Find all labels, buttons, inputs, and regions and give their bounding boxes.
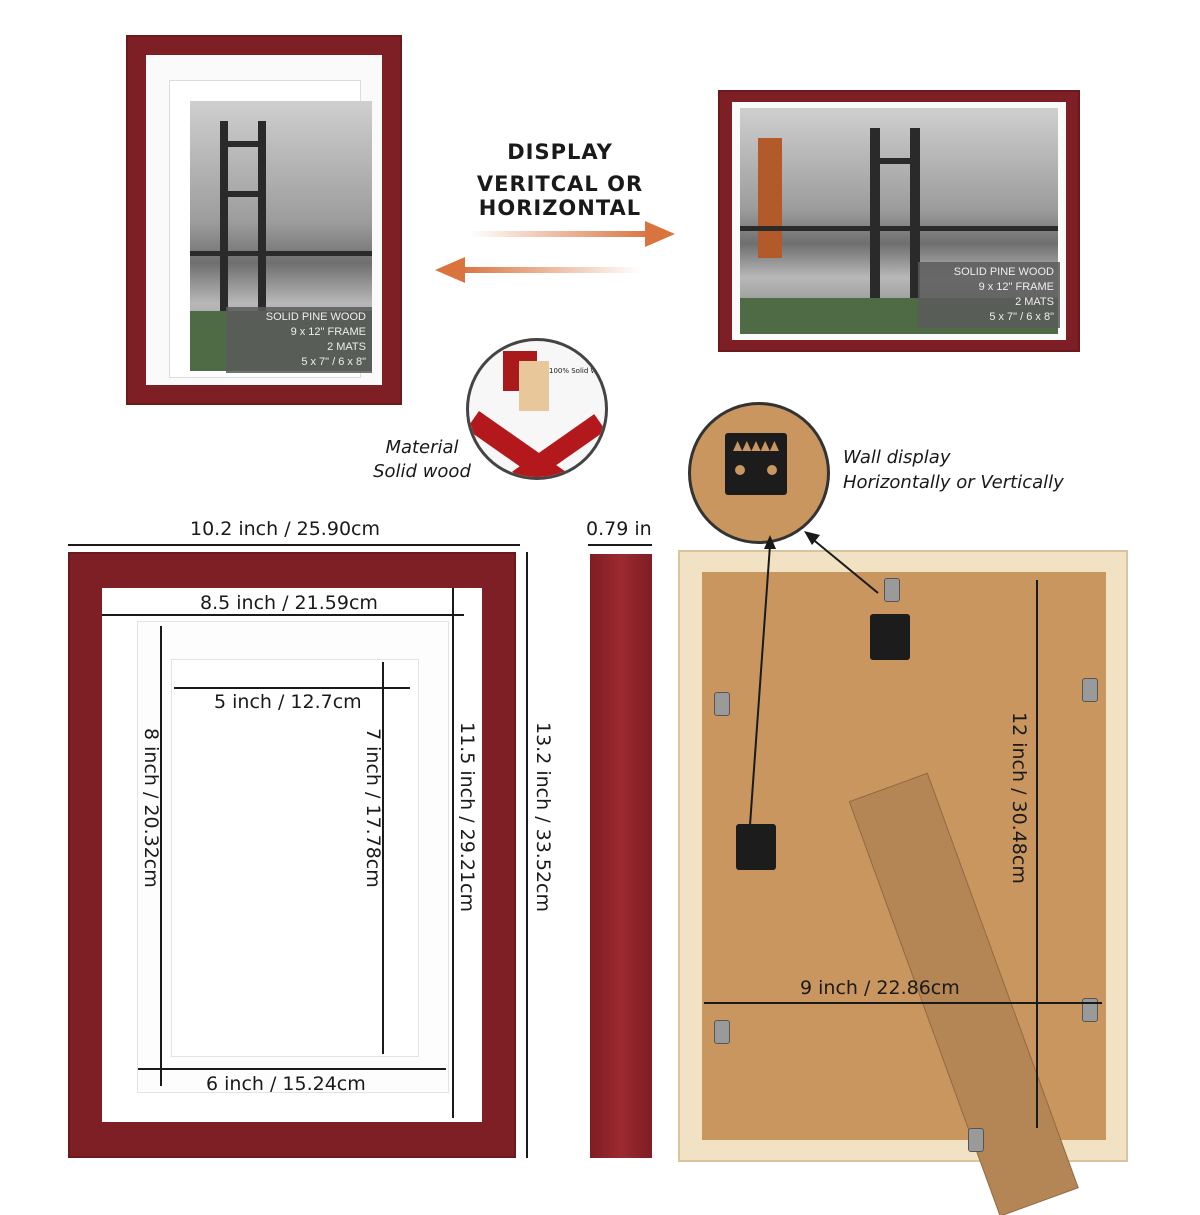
turn-clip-icon — [1082, 678, 1098, 702]
photo8-height-line — [160, 626, 162, 1086]
depth-label: 0.79 in — [586, 518, 652, 540]
photo6-width-line — [138, 1068, 446, 1070]
vertical-frame-preview: SOLID PINE WOOD 9 x 12" FRAME 2 MATS 5 x… — [126, 35, 402, 405]
turn-clip-icon — [714, 692, 730, 716]
photo5-width-label: 5 inch / 12.7cm — [214, 691, 362, 713]
back-height-label: 12 inch / 30.48cm — [1008, 712, 1030, 884]
outer-width-line — [68, 544, 520, 546]
solid-wood-label: 100% Solid Wo — [549, 367, 602, 375]
photo6-width-label: 6 inch / 15.24cm — [206, 1073, 366, 1095]
back-height-line — [1036, 580, 1038, 1128]
display-heading: DISPLAY VERITCAL OR HORIZONTAL — [476, 140, 644, 220]
orientation-arrows — [435, 221, 675, 283]
spec-badge-vertical: SOLID PINE WOOD 9 x 12" FRAME 2 MATS 5 x… — [226, 307, 372, 373]
depth-line — [588, 544, 652, 546]
sawtooth-hanger-icon — [725, 433, 787, 495]
photo7-height-label: 7 inch / 17.78cm — [362, 728, 384, 888]
photo7-height-line — [382, 662, 384, 1054]
pointer-lines — [749, 531, 879, 826]
outer-height-label: 13.2 inch / 33.52cm — [532, 722, 554, 912]
turn-clip-icon — [968, 1128, 984, 1152]
horizontal-frame-preview: SOLID PINE WOOD 9 x 12" FRAME 2 MATS 5 x… — [718, 90, 1080, 352]
photo8-height-label: 8 inch / 20.32cm — [140, 728, 162, 888]
back-width-label: 9 inch / 22.86cm — [800, 977, 960, 999]
back-width-line — [704, 1002, 1102, 1004]
dimension-opening-5x7 — [172, 660, 418, 1056]
side-hanger-icon — [736, 824, 776, 870]
back-frame-natural-wood — [678, 550, 1128, 1215]
arrow-left-icon — [435, 257, 640, 283]
spec-badge-horizontal: SOLID PINE WOOD 9 x 12" FRAME 2 MATS 5 x… — [918, 262, 1060, 328]
frame-side-profile — [590, 554, 652, 1158]
turn-clip-icon — [884, 578, 900, 602]
material-sample-circle: 100% Solid Wo — [466, 338, 608, 480]
arrow-right-icon — [470, 221, 675, 247]
mat-width-line — [102, 614, 464, 616]
wall-display-caption: Wall display Horizontally or Vertically — [843, 447, 1064, 493]
top-hanger-icon — [870, 614, 910, 660]
outer-width-label: 10.2 inch / 25.90cm — [190, 518, 380, 540]
photo5-width-line — [174, 687, 410, 689]
dimension-frame — [68, 552, 516, 1158]
hanger-zoom-circle — [688, 402, 830, 544]
mat-height-line — [452, 588, 454, 1118]
outer-height-line — [526, 552, 528, 1158]
material-caption: Material Solid wood — [373, 437, 471, 482]
turn-clip-icon — [714, 1020, 730, 1044]
mat-width-label: 8.5 inch / 21.59cm — [200, 592, 378, 614]
mat-height-label: 11.5 inch / 29.21cm — [456, 722, 478, 912]
turn-clip-icon — [1082, 998, 1098, 1022]
